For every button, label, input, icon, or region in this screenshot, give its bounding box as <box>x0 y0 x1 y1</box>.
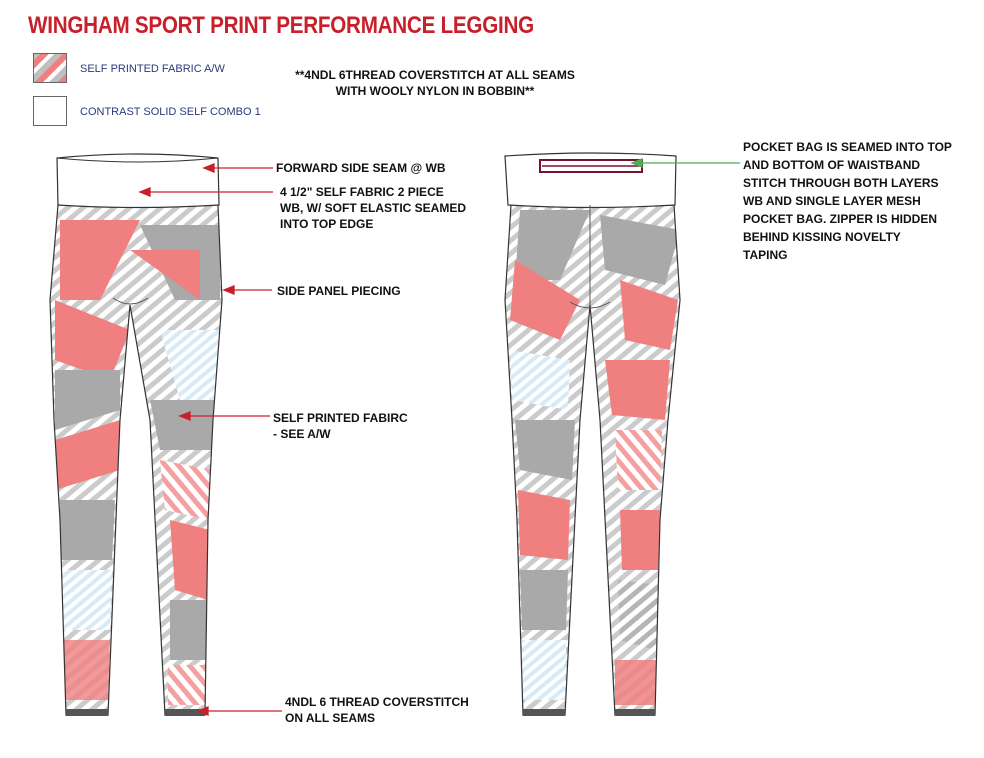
front-legging-view <box>49 153 223 716</box>
back-legging-view <box>504 152 681 716</box>
construction-note-line2: WITH WOOLY NYLON IN BOBBIN** <box>335 84 535 98</box>
pocket-note-line: BEHIND KISSING NOVELTY <box>743 230 901 244</box>
callout-waistband-line3: INTO TOP EDGE <box>280 217 374 231</box>
page-title: WINGHAM SPORT PRINT PERFORMANCE LEGGING <box>28 12 534 39</box>
callout-self-printed-line2: - SEE A/W <box>273 427 331 441</box>
pocket-note-line: POCKET BAG. ZIPPER IS HIDDEN <box>743 212 938 226</box>
callout-coverstitch: 4NDL 6 THREAD COVERSTITCH ON ALL SEAMS <box>285 694 469 726</box>
pocket-bag-note: POCKET BAG IS SEAMED INTO TOP AND BOTTOM… <box>743 138 952 264</box>
swatch-printed-fabric <box>33 53 67 83</box>
callout-waistband: 4 1/2" SELF FABRIC 2 PIECE WB, W/ SOFT E… <box>280 184 466 232</box>
callout-coverstitch-line2: ON ALL SEAMS <box>285 711 376 725</box>
pocket-note-line: TAPING <box>743 248 788 262</box>
swatch-contrast-solid <box>33 96 67 126</box>
legend-label-printed: SELF PRINTED FABRIC A/W <box>80 63 225 75</box>
callout-forward-side-seam: FORWARD SIDE SEAM @ WB <box>276 161 446 175</box>
construction-note-line1: **4NDL 6THREAD COVERSTITCH AT ALL SEAMS <box>295 68 575 82</box>
callout-waistband-line1: 4 1/2" SELF FABRIC 2 PIECE <box>280 185 444 199</box>
pocket-note-line: STITCH THROUGH BOTH LAYERS <box>743 176 939 190</box>
pocket-note-line: AND BOTTOM OF WAISTBAND <box>743 158 921 172</box>
callout-arrows <box>138 163 282 716</box>
callout-self-printed-line1: SELF PRINTED FABIRC <box>273 411 408 425</box>
pocket-arrow <box>630 158 740 168</box>
callout-waistband-line2: WB, W/ SOFT ELASTIC SEAMED <box>280 201 466 215</box>
callout-coverstitch-line1: 4NDL 6 THREAD COVERSTITCH <box>285 695 469 709</box>
legend-label-solid: CONTRAST SOLID SELF COMBO 1 <box>80 106 261 118</box>
pocket-note-line: POCKET BAG IS SEAMED INTO TOP <box>743 140 952 154</box>
callout-self-printed: SELF PRINTED FABIRC - SEE A/W <box>273 410 408 442</box>
callout-side-panel: SIDE PANEL PIECING <box>277 284 401 298</box>
pocket-note-line: WB AND SINGLE LAYER MESH <box>743 194 921 208</box>
construction-note: **4NDL 6THREAD COVERSTITCH AT ALL SEAMS … <box>275 67 595 99</box>
